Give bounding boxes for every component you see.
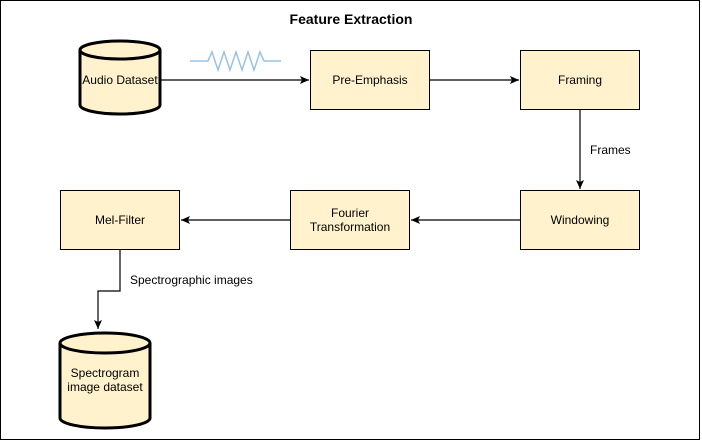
spectrogram-dataset-cylinder [58,331,152,430]
fourier-transformation-label: Fourier Transformation [309,206,391,234]
pre-emphasis-label: Pre-Emphasis [332,73,408,87]
framing-box: Framing [520,50,640,110]
resistor-zigzag-icon [190,49,281,73]
edge-melfilter-to-spectrogram [94,250,121,329]
spectrogram-label-line2: image dataset [67,380,143,394]
audio-dataset-label: Audio Dataset [82,73,158,87]
pre-emphasis-box: Pre-Emphasis [310,50,430,110]
audio-dataset-cylinder [78,39,162,116]
windowing-label: Windowing [550,213,610,227]
mel-filter-label: Mel-Filter [95,213,145,227]
fourier-transformation-box: Fourier Transformation [290,190,410,250]
mel-filter-box: Mel-Filter [60,190,180,250]
spectrogram-dataset-label: Spectrogram image dataset [60,366,150,394]
diagram-title: Feature Extraction [289,11,413,27]
windowing-box: Windowing [520,190,640,250]
spectrogram-label-line1: Spectrogram [70,366,140,380]
spectrographic-images-edge-label: Spectrographic images [130,273,253,287]
framing-label: Framing [557,73,602,87]
frames-edge-label: Frames [590,143,631,157]
